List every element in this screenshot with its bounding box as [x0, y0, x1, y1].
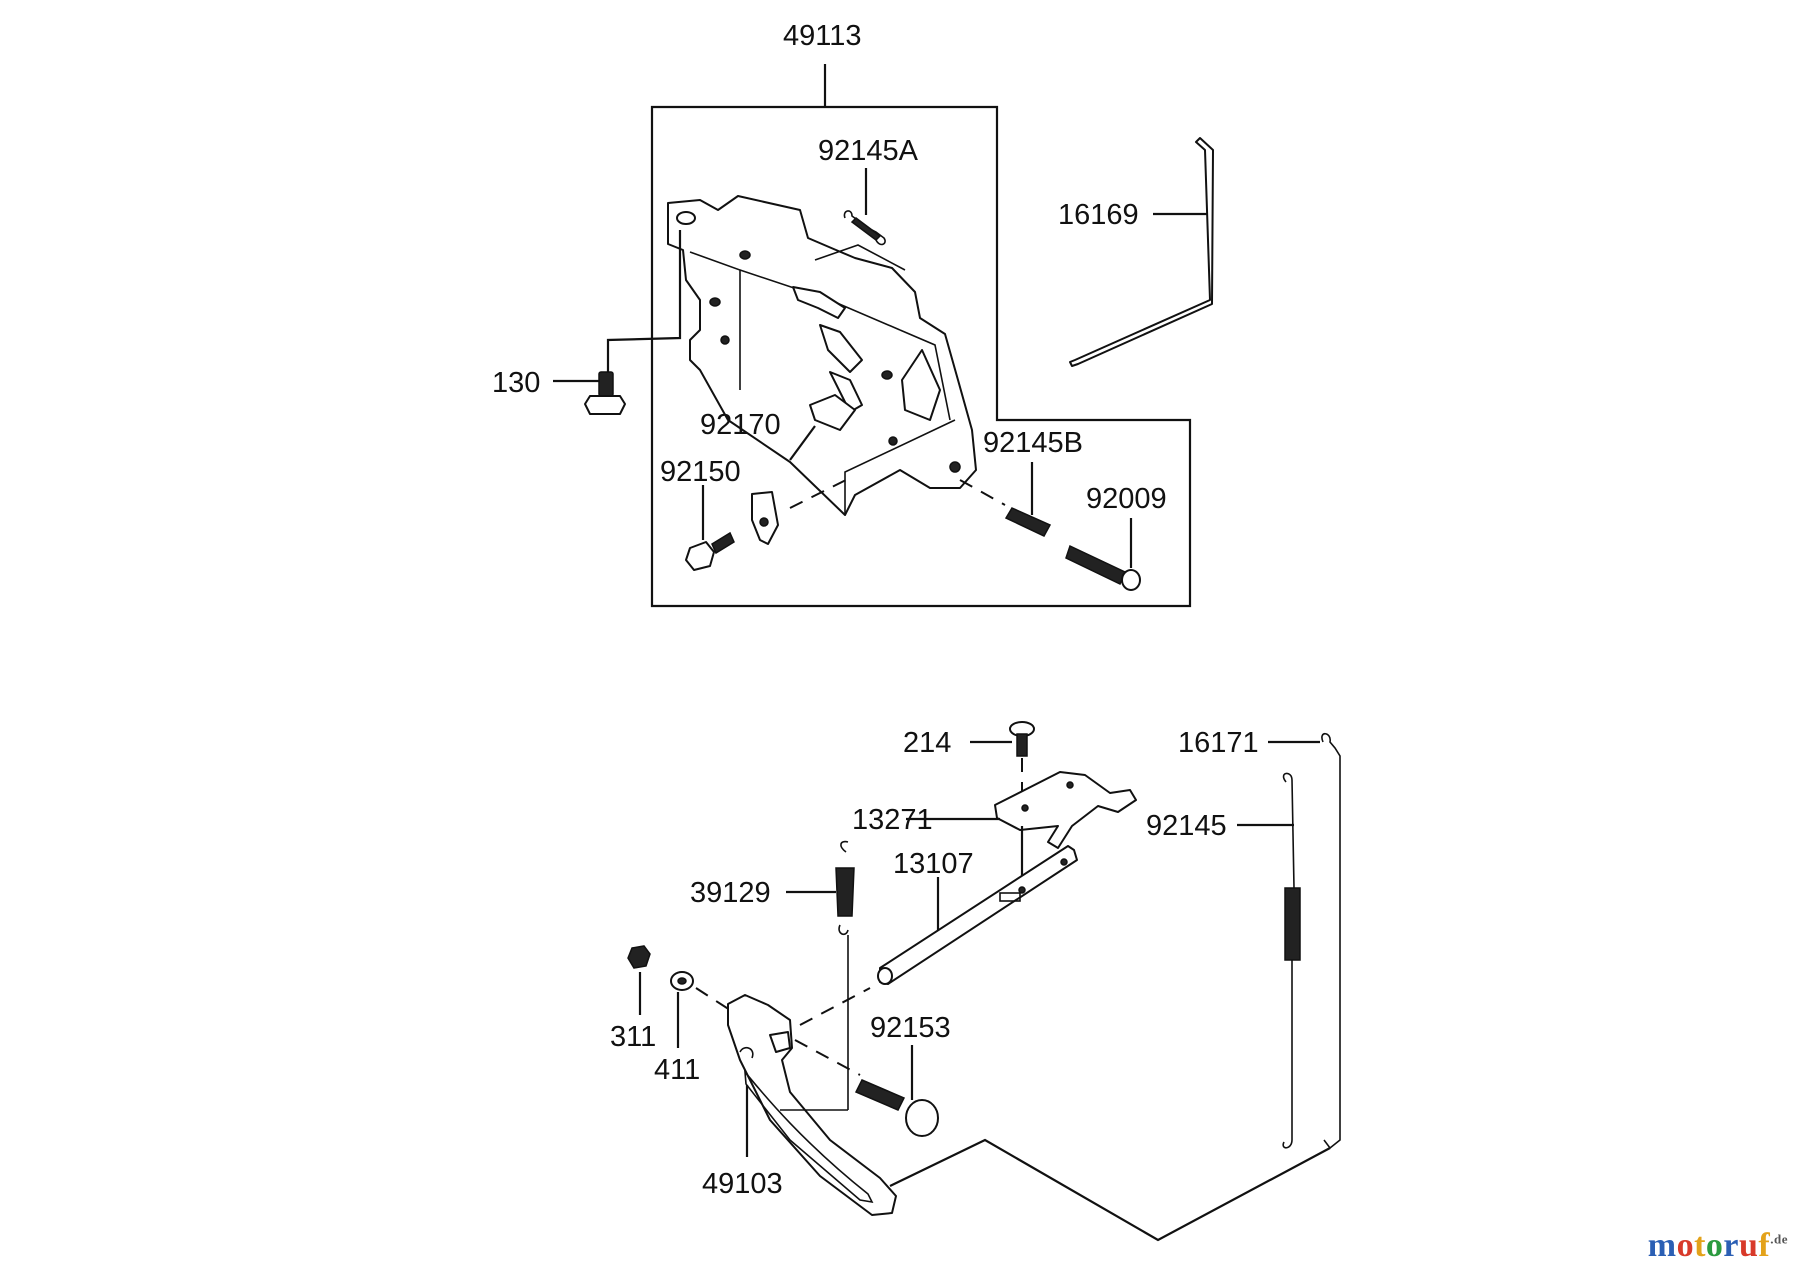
callout-130: 130: [492, 367, 540, 399]
callout-92150: 92150: [660, 456, 741, 488]
callout-92145a: 92145A: [818, 135, 919, 167]
screw-92009: [1065, 518, 1141, 591]
lever-49103: [727, 987, 897, 1216]
motoruf-watermark: motoruf.de: [1648, 1227, 1788, 1265]
callout-92145b: 92145B: [983, 427, 1083, 459]
spring-92145: [1237, 772, 1301, 1149]
callout-92145: 92145: [1146, 810, 1227, 842]
screw-92150: [685, 485, 735, 571]
watermark-tld: .de: [1770, 1231, 1788, 1247]
connection-leader: [889, 1138, 1331, 1242]
screw-214: [970, 721, 1035, 800]
rod-16171: [1268, 732, 1341, 1150]
callout-92153: 92153: [870, 1012, 951, 1044]
callout-92009: 92009: [1086, 483, 1167, 515]
callout-39129: 39129: [690, 877, 771, 909]
callout-92170: 92170: [700, 409, 781, 441]
callout-49103: 49103: [702, 1168, 783, 1200]
nut-311: [627, 945, 651, 1015]
shaft-13107: [877, 845, 1078, 985]
rod-16169: [1069, 137, 1214, 367]
control-plate: [667, 195, 977, 516]
callout-16169: 16169: [1058, 199, 1139, 231]
callout-13271: 13271: [852, 804, 933, 836]
callout-13107: 13107: [893, 848, 974, 880]
bolt-130: [553, 230, 682, 415]
callout-214: 214: [903, 727, 951, 759]
watermark-letter: o: [1705, 1227, 1724, 1264]
callout-411: 411: [654, 1054, 700, 1086]
watermark-letter: u: [1739, 1227, 1759, 1264]
callout-49113: 49113: [783, 20, 862, 52]
watermark-letter: m: [1647, 1227, 1677, 1264]
clamp-92170: [751, 425, 851, 545]
callout-311: 311: [610, 1021, 656, 1053]
upper-assembly-frame: [650, 64, 1192, 608]
spring-92145a: [843, 168, 886, 246]
watermark-letter: f: [1758, 1227, 1771, 1264]
pin-92153: [794, 1039, 939, 1137]
washer-411: [670, 971, 731, 1048]
watermark-letter: t: [1694, 1227, 1706, 1264]
spring-92145b: [959, 462, 1052, 537]
watermark-letter: r: [1723, 1227, 1739, 1264]
callout-16171: 16171: [1178, 727, 1259, 759]
spring-39129: [786, 840, 855, 1110]
watermark-letter: o: [1676, 1227, 1695, 1264]
